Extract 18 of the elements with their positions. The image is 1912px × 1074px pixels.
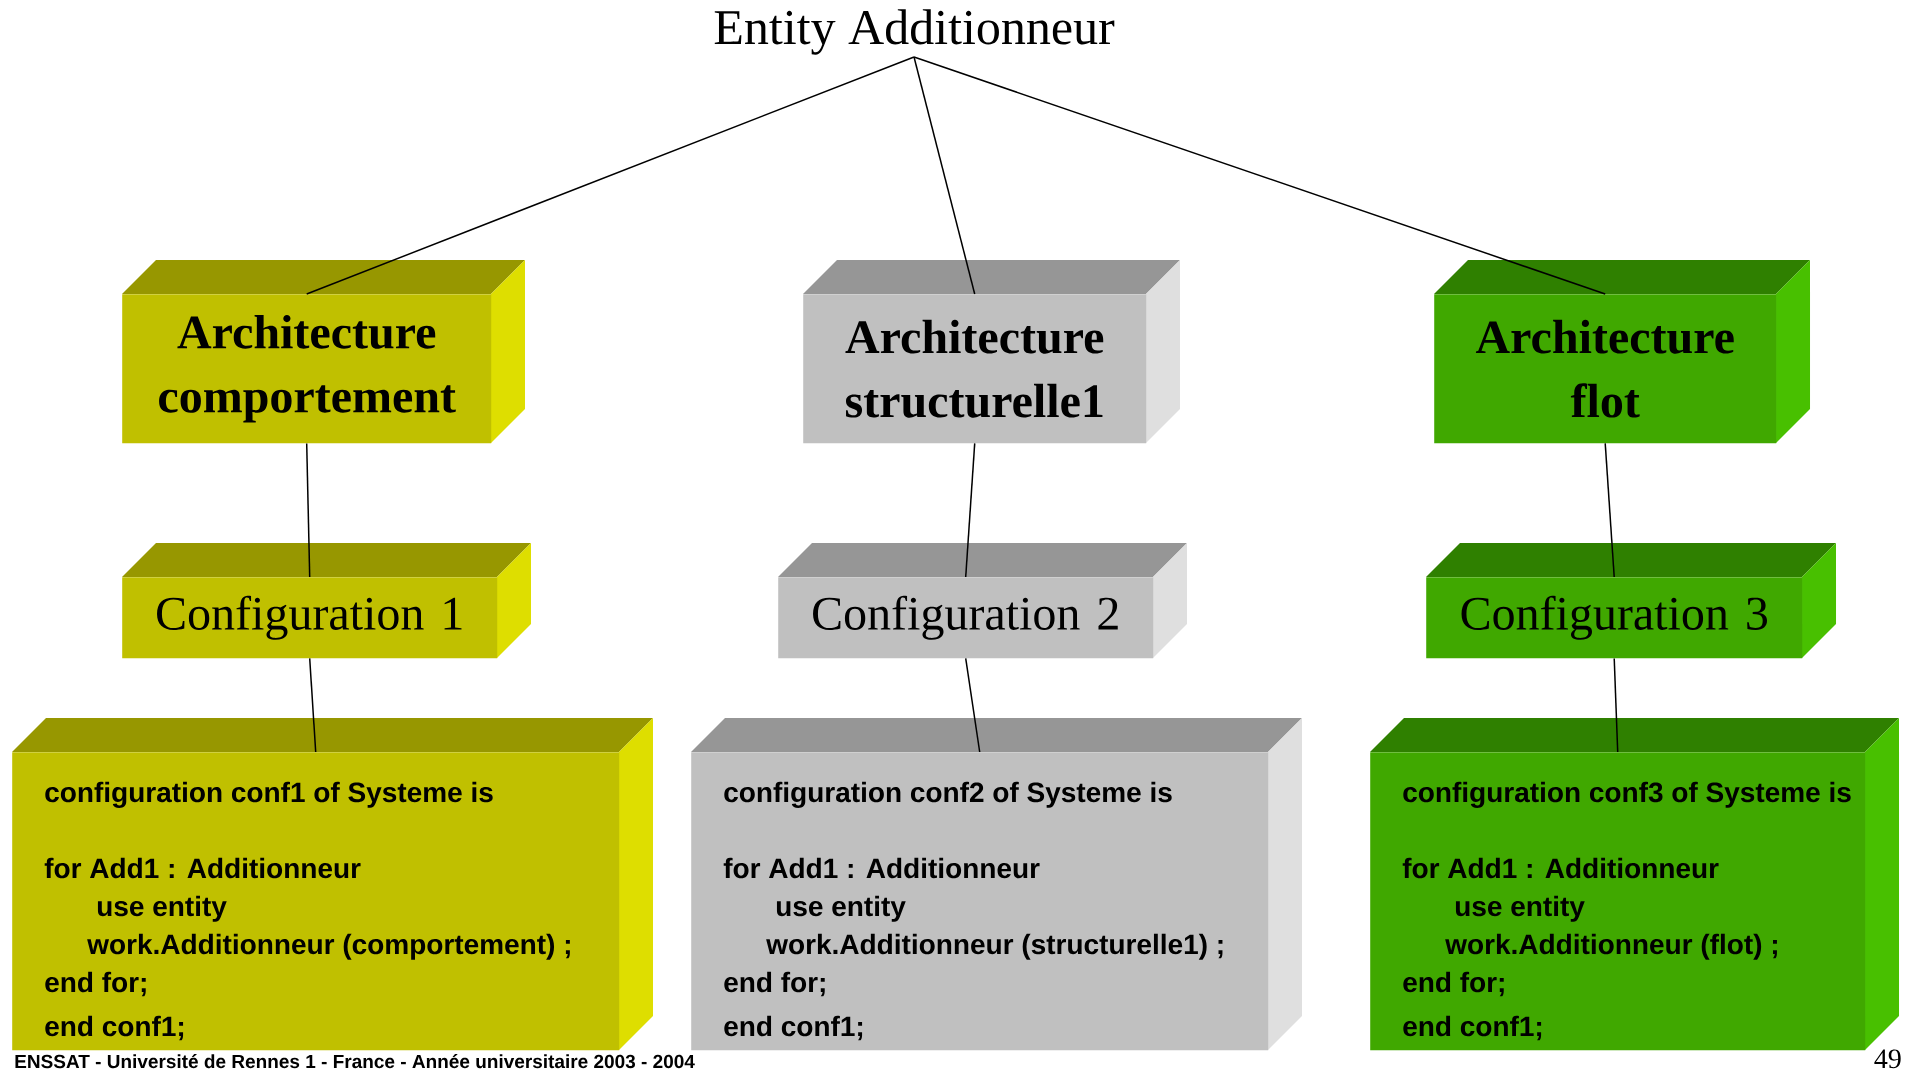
connector-line bbox=[308, 657, 317, 753]
title: Entity Additionneur bbox=[714, 9, 1115, 55]
connector-line bbox=[964, 442, 976, 578]
connector-line bbox=[913, 56, 976, 295]
connector-line bbox=[1613, 657, 1619, 753]
block-box: Architecture comportement bbox=[122, 260, 525, 444]
footer-text: ENSSAT - Université de Rennes 1 - France - Année universitaire 2003 - 2004 bbox=[15, 1054, 695, 1069]
block-box: Configuration 2 bbox=[778, 543, 1187, 659]
connector-line bbox=[305, 56, 915, 295]
block-box: Architecture flot bbox=[1434, 260, 1810, 444]
page-number: 49 bbox=[1874, 1049, 1901, 1069]
block-box: Configuration 3 bbox=[1426, 543, 1836, 659]
connector-line bbox=[913, 56, 1606, 295]
connector-line bbox=[1604, 442, 1615, 578]
connector-line bbox=[305, 442, 311, 578]
connector-line bbox=[964, 657, 981, 753]
block-box: Architecture structurelle1 bbox=[803, 260, 1180, 444]
block-box: Configuration 1 bbox=[122, 543, 531, 659]
